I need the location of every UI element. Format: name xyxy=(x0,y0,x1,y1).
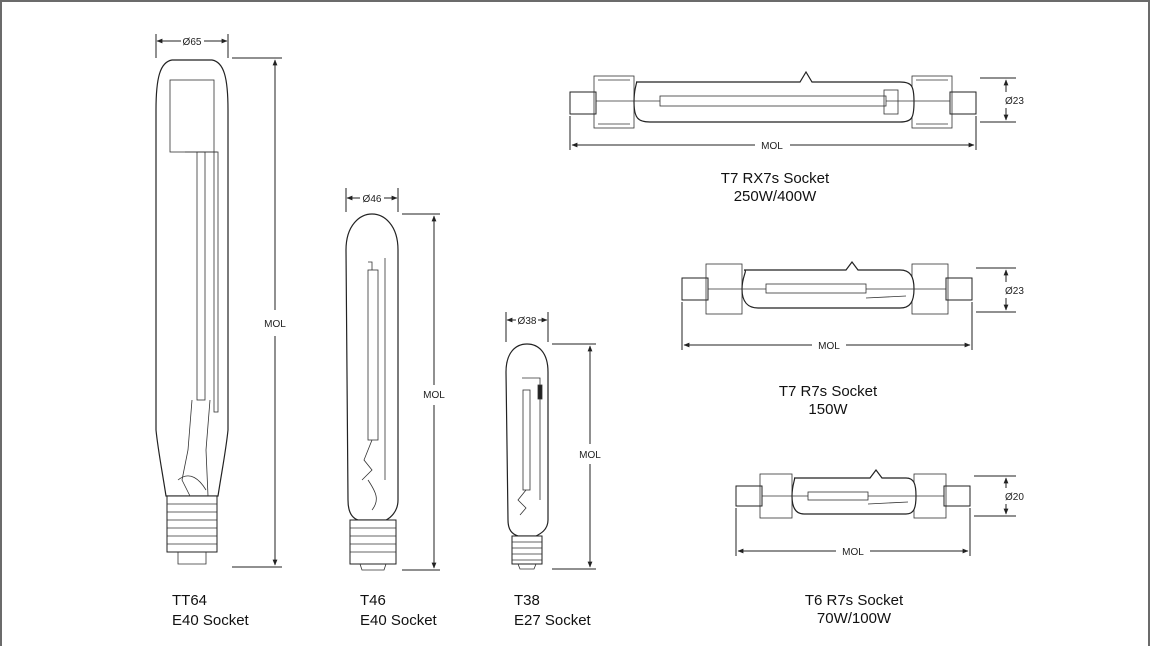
t7-r7s-wattage: 150W xyxy=(808,401,848,418)
t46-base xyxy=(349,519,397,565)
t7-rx7s-wattage: 250W/400W xyxy=(734,188,817,205)
tt64-diameter-label: Ø65 xyxy=(183,37,202,48)
t7-rx7s-diameter-label: Ø23 xyxy=(1005,96,1024,107)
t6-r7s-wattage: 70W/100W xyxy=(817,610,892,627)
lamp-t6-r7s: Ø20 MOL T6 R7s Socket 70W/100W xyxy=(735,469,1024,627)
tt64-length-label: MOL xyxy=(264,319,286,330)
t38-diameter-label: Ø38 xyxy=(518,316,537,327)
t6-r7s-title: T6 R7s Socket xyxy=(805,592,904,609)
t7-rx7s-title: T7 RX7s Socket xyxy=(721,170,830,187)
t7-r7s-length-label: MOL xyxy=(818,341,840,352)
lamp-t46: Ø46 MOL T46 E40 Socket xyxy=(345,188,445,629)
t46-socket: E40 Socket xyxy=(360,612,438,629)
t46-length-label: MOL xyxy=(423,390,445,401)
t38-length-label: MOL xyxy=(579,450,601,461)
t7-r7s-diameter-label: Ø23 xyxy=(1005,286,1024,297)
t46-name: T46 xyxy=(360,592,386,609)
tt64-bulb xyxy=(155,59,229,497)
lamp-t7-r7s: Ø23 MOL T7 R7s Socket 150W xyxy=(681,261,1024,418)
t38-bulb xyxy=(505,343,549,537)
t6-r7s-diameter-label: Ø20 xyxy=(1005,492,1024,503)
t6-r7s-length-label: MOL xyxy=(842,547,864,558)
tt64-base xyxy=(166,495,218,553)
t38-socket: E27 Socket xyxy=(514,612,592,629)
t46-bulb xyxy=(345,213,399,521)
t7-rx7s-length-label: MOL xyxy=(761,141,783,152)
t7-r7s-tube xyxy=(741,261,915,309)
lamp-t38: Ø38 MOL T38 E27 Socket xyxy=(505,312,601,629)
t38-base xyxy=(511,535,543,565)
t7-rx7s-tube xyxy=(633,70,915,123)
tt64-socket: E40 Socket xyxy=(172,612,250,629)
t38-name: T38 xyxy=(514,592,540,609)
t46-diameter-label: Ø46 xyxy=(363,194,382,205)
lamp-t7-rx7s: Ø23 MOL T7 RX7s Socket 250W/400W xyxy=(569,70,1024,205)
tt64-name: TT64 xyxy=(172,592,207,609)
t7-r7s-title: T7 R7s Socket xyxy=(779,383,878,400)
lamp-tt64: Ø65 MOL TT64 E40 Socket xyxy=(155,34,286,629)
